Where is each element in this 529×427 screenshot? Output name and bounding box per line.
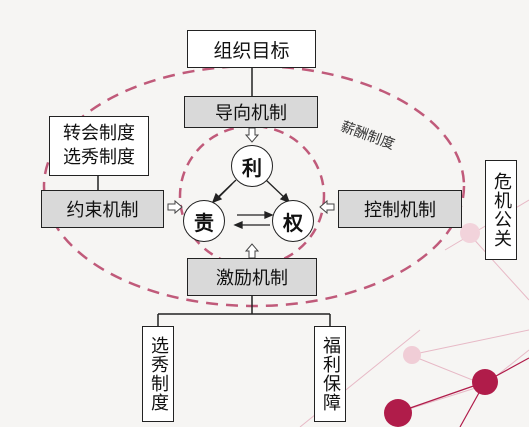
network-node (460, 223, 480, 243)
crisis-pr-box: 危机公关 (485, 160, 517, 260)
control-mechanism-box: 控制机制 (338, 190, 462, 228)
selection-system-label: 选秀制度 (63, 147, 135, 168)
network-node (384, 399, 412, 427)
power-node: 权 (272, 200, 314, 242)
network-node (472, 369, 498, 395)
rules-box: 转会制度 选秀制度 (49, 116, 149, 176)
constraint-mechanism-box: 约束机制 (41, 190, 164, 228)
guidance-mechanism-box: 导向机制 (184, 96, 318, 128)
goal-box: 组织目标 (187, 30, 316, 68)
responsibility-node: 责 (183, 200, 225, 242)
transfer-system-label: 转会制度 (63, 123, 135, 144)
selection-draft-box: 选秀制度 (142, 326, 174, 422)
welfare-box: 福利保障 (314, 326, 346, 422)
benefit-node: 利 (231, 145, 273, 187)
incentive-mechanism-box: 激励机制 (187, 258, 317, 296)
network-node (403, 346, 421, 364)
